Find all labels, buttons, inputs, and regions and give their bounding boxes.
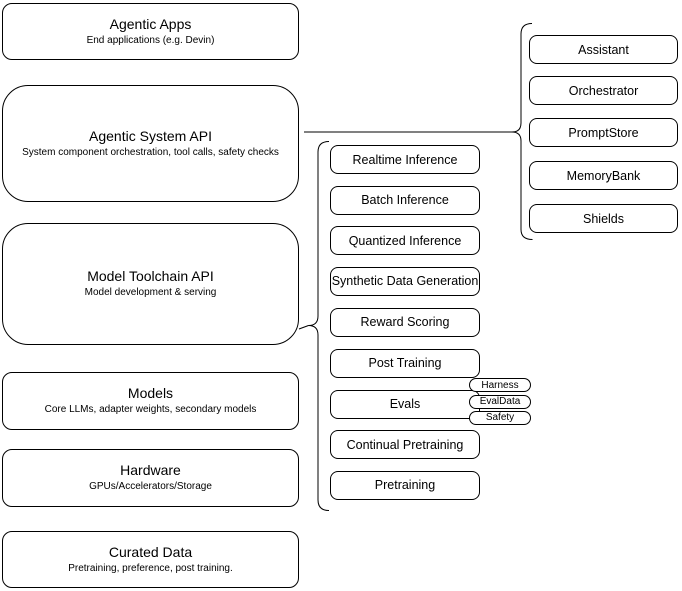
box-subtitle: Pretraining, preference, post training. bbox=[68, 562, 233, 574]
node-evals: Evals bbox=[330, 389, 480, 419]
node-continual-pretraining: Continual Pretraining bbox=[330, 430, 480, 459]
node-reward-scoring: Reward Scoring bbox=[330, 307, 480, 337]
toolchain-brace bbox=[308, 141, 330, 511]
box-title: Curated Data bbox=[108, 543, 193, 560]
node-promptstore: PromptStore bbox=[529, 118, 678, 147]
box-hardware: Hardware GPUs/Accelerators/Storage bbox=[2, 449, 299, 507]
box-subtitle: End applications (e.g. Devin) bbox=[86, 34, 215, 46]
node-post-training: Post Training bbox=[330, 348, 480, 378]
node-assistant: Assistant bbox=[529, 35, 678, 64]
box-subtitle: Model development & serving bbox=[84, 287, 217, 298]
node-batch-inference: Batch Inference bbox=[330, 185, 480, 215]
box-subtitle: Core LLMs, adapter weights, secondary mo… bbox=[44, 404, 257, 415]
node-pretraining: Pretraining bbox=[330, 470, 480, 500]
box-title: Hardware bbox=[120, 462, 181, 478]
box-title: Model Toolchain API bbox=[87, 268, 214, 284]
toolchain-brace-stub bbox=[298, 325, 309, 330]
box-agentic-system-api: Agentic System API System component orch… bbox=[2, 85, 299, 202]
box-subtitle: System component orchestration, tool cal… bbox=[22, 146, 279, 158]
box-title: Agentic System API bbox=[89, 127, 212, 144]
node-shields: Shields bbox=[529, 204, 678, 233]
tag-harness: Harness bbox=[469, 378, 531, 392]
tag-evaldata: EvalData bbox=[469, 394, 531, 409]
box-title: Models bbox=[127, 385, 174, 401]
node-orchestrator: Orchestrator bbox=[529, 76, 678, 105]
box-title: Agentic Apps bbox=[109, 15, 192, 32]
node-realtime-inference: Realtime Inference bbox=[330, 145, 480, 174]
node-quantized-inference: Quantized Inference bbox=[330, 226, 480, 255]
box-models: Models Core LLMs, adapter weights, secon… bbox=[2, 372, 299, 430]
node-memorybank: MemoryBank bbox=[529, 161, 678, 190]
tag-safety: Safety bbox=[469, 410, 531, 425]
box-curated-data: Curated Data Pretraining, preference, po… bbox=[2, 531, 299, 588]
box-agentic-apps: Agentic Apps End applications (e.g. Devi… bbox=[2, 3, 299, 60]
box-subtitle: GPUs/Accelerators/Storage bbox=[89, 481, 212, 492]
node-synthetic-data-generation: Synthetic Data Generation bbox=[330, 266, 480, 296]
box-model-toolchain-api: Model Toolchain API Model development & … bbox=[2, 223, 299, 345]
